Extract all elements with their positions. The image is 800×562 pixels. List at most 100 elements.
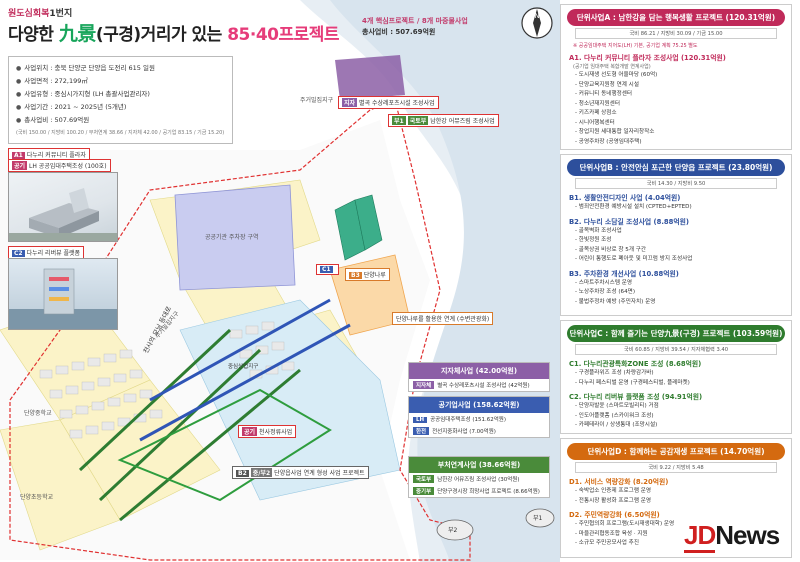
panel-d-sec2: D2. 주민역량강화 (6.50억원) xyxy=(569,511,660,519)
panel-project-d: 단위사업D : 함께하는 공감재생 프로젝트 (14.70억원) 국비 9.22… xyxy=(560,438,792,558)
route-arrows xyxy=(78,298,351,522)
panel-c-item: 다누리 페스티벌 운영 (구경페스티벌, 플레마켓) xyxy=(575,379,777,389)
legend-related-molit-text: 남한강 어뮤즈림 조성사업 (30억원) xyxy=(437,477,520,483)
c2-rendering-image xyxy=(8,258,118,330)
purple-zone xyxy=(335,55,405,100)
a1-building-image xyxy=(9,188,117,241)
info-area: 사업면적 : 272,199㎡ xyxy=(16,75,225,88)
legend-public-kepco-text: 전선지중화사업 (7.00억원) xyxy=(432,429,496,435)
tag-b2-id: B2 xyxy=(236,470,249,477)
lh-tower xyxy=(334,194,383,261)
title-project: 85·40프로젝트 xyxy=(227,25,340,45)
tag-a1-id: A1 xyxy=(12,152,25,159)
label-public-parking: 공공기관 주차장 구역 xyxy=(205,234,259,241)
info-period: 사업기간 : 2021 ~ 2025년 (5개년) xyxy=(16,101,225,114)
tag-c1: C1 xyxy=(316,264,339,275)
tag-b3-id: B3 xyxy=(349,272,362,279)
legend-related-head: 부처연계사업 (38.66억원) xyxy=(409,457,549,473)
tag-a1-lh-text: LH 공공임대주택조성 (100호) xyxy=(29,163,107,170)
header: 원도심회복1번지 다양한 九景(구경)거리가 있는 85·40프로젝트 xyxy=(8,6,378,46)
title-hanja: 九景 xyxy=(58,23,97,45)
summary-line1: 4개 핵심프로젝트 / 8개 마중물사업 xyxy=(362,17,468,25)
tag-a1-text: 다누리 커뮤니티 플라자 xyxy=(26,152,86,159)
page-title: 다양한 九景(구경)거리가 있는 85·40프로젝트 xyxy=(8,19,340,46)
tag-dannu-full: 단양나루를 활용한 연계 (수변관광화) xyxy=(392,312,494,325)
legend-related-molit-tag: 국토부 xyxy=(413,475,435,483)
tag-dannu-full-text: 단양나루를 활용한 연계 (수변관광화) xyxy=(396,316,490,323)
tag-c2-id: C2 xyxy=(12,250,25,257)
panel-project-c: 단위사업C : 함께 즐기는 단양九景(구경) 프로젝트 (103.59억원) … xyxy=(560,320,792,434)
panel-d-item: 숙박업소 인증제 프로그램 운영 xyxy=(575,487,777,497)
panel-b-head: 단위사업B : 안전안심 포근한 단양읍 프로젝트 (23.80억원) xyxy=(567,159,785,176)
legend-public-kepco-tag: 한전 xyxy=(413,427,430,435)
jdnews-logo: JDNews xyxy=(684,520,780,553)
tag-amusement-id: 부1 xyxy=(392,116,406,125)
summary-line2: 총사업비 : 507.69억원 xyxy=(362,28,436,36)
legend-local-gov-tag: 지자체 xyxy=(413,381,435,389)
panel-c-sec2: C2. 다누리 리버뷰 플랫폼 조성 (94.91억원) xyxy=(569,393,703,401)
subtitle-suffix: 1번지 xyxy=(49,9,73,19)
panel-a-sub: 국비 86.21 / 지방비 30.09 / 기금 15.00 xyxy=(575,28,777,39)
panel-c-sec1: C1. 다누리관광특화ZONE 조성 (8.68억원) xyxy=(569,360,702,368)
panel-a-item: 창업지원 세대통합 일자리창작소 xyxy=(575,128,777,138)
label-residential-north: 주거밀집지구 xyxy=(300,97,334,104)
panel-b-item: 골목벽화 조성사업 xyxy=(575,227,777,237)
panel-a-item: 커뮤니티 동네행정센터 xyxy=(575,90,777,100)
panel-a-head: 단위사업A : 남한강을 담는 행복생활 프로젝트 (120.31억원) xyxy=(567,9,785,26)
panel-c-item: 카페테라이 / 상생통대 (조망시설) xyxy=(575,421,777,431)
subtitle-mid: 회복 xyxy=(32,9,50,19)
label-danyang-elementary-school: 단양초등학교 xyxy=(20,494,54,501)
subtitle-prefix: 원도심 xyxy=(8,9,33,19)
label-danyang-middle-school: 단양중학교 xyxy=(24,410,52,417)
panel-c-item: 인도어플랫폼 (스카이워크 조성) xyxy=(575,412,777,422)
panel-b-sub: 국비 14.30 / 지방비 9.50 xyxy=(575,178,777,189)
panel-a-sec1-sub: (공기업 임대주택 복합개발 연계사업) xyxy=(573,64,651,70)
panel-project-a: 단위사업A : 남한강을 담는 행복생활 프로젝트 (120.31억원) 국비 … xyxy=(560,4,792,150)
compass-icon: N xyxy=(521,7,553,39)
title-a: 다양한 xyxy=(8,25,59,45)
panel-b-sec1: B1. 생활안전디자인 사업 (4.04억원) xyxy=(569,194,681,202)
panel-d-item: 주민협의회 프로그램(도시재생대학) 운영 xyxy=(575,520,777,530)
tag-c2-text: 다누리 리버뷰 플랫폼 xyxy=(26,250,81,257)
tag-lh-a2-text: 천사정류사업 xyxy=(259,429,293,436)
panel-c-item: 구경플라위즈 조성 (차량감가바) xyxy=(575,369,777,379)
panel-a-sec1: A1. 다누리 커뮤니티 플라자 조성사업 (120.31억원) xyxy=(569,54,726,62)
label-island-1: 부1 xyxy=(533,515,543,522)
tag-b2-label: 중/부2 xyxy=(250,468,273,477)
logo-news-text: News xyxy=(715,520,780,550)
tag-jiza-id: 지자 xyxy=(342,98,358,107)
public-zone xyxy=(174,184,296,291)
legend-related-mss-text: 단양구경시장 희망사업 프로젝트 (8.66억원) xyxy=(437,489,540,495)
green-route xyxy=(117,388,332,502)
tag-amusement-text: 남한강 어뮤즈림 조성사업 xyxy=(430,118,495,125)
panel-b-sec2: B2. 다누리 소담길 조성사업 (8.88억원) xyxy=(569,217,689,226)
tag-c1-id: C1 xyxy=(320,266,333,273)
panel-b-item: 어린이 통행도로 폐아웃 및 미끄럼 방지 조성사업 xyxy=(575,255,777,265)
panel-d-item: 전통시장 활성화 프로그램 운영 xyxy=(575,497,777,507)
panel-b-item: 골목상권 비상로 창 5개 구간 xyxy=(575,246,777,256)
panel-d-sub: 국비 9.22 / 지방비 5.48 xyxy=(575,462,777,473)
logo-jd-text: JD xyxy=(684,520,716,553)
legend-public-head: 공기업사업 (158.62억원) xyxy=(409,397,549,413)
panel-a-item: 시니어행복센터 xyxy=(575,119,777,129)
info-budget-note: (국비 150.00 / 지방비 100.20 / 부처연계 38.66 / 지… xyxy=(16,130,225,136)
panel-d-head: 단위사업D : 함께하는 공감재생 프로젝트 (14.70억원) xyxy=(567,443,785,460)
panel-b-item: 스마트주차시스템 운영 xyxy=(575,279,777,289)
legend-related-mss-tag: 중기부 xyxy=(413,487,435,495)
info-type: 사업유형 : 중심시가지형 (LH 총괄사업관리자) xyxy=(16,88,225,101)
panel-a-item: 공영주차장 (공영임대주택) xyxy=(575,138,777,148)
info-location: 사업위치 : 충북 단양군 단양읍 도전리 615 일원 xyxy=(16,62,225,75)
panel-a-item: 단양교육지원청 연계 시설 xyxy=(575,81,777,91)
legend-public-lh-text: 공공임대주택조성 (151.62억원) xyxy=(430,417,506,423)
island-2 xyxy=(525,508,555,528)
tag-lh-a2-id: 공기 xyxy=(242,427,258,436)
legend-local-gov-text: 별곡 수상레포츠시설 조성사업 (42억원) xyxy=(437,383,530,389)
